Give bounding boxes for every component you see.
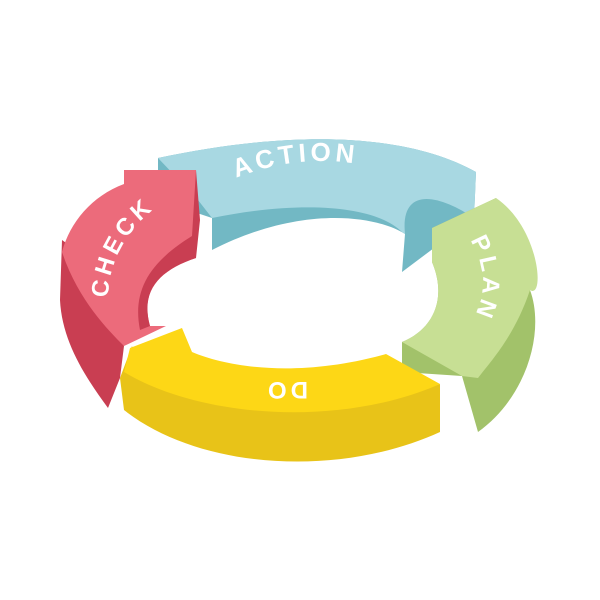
segment-check-inner	[138, 170, 200, 330]
label-do: DO	[264, 376, 308, 403]
segment-plan-top	[402, 198, 538, 378]
segment-check: CHECK	[60, 170, 200, 408]
segment-do-side	[120, 346, 440, 462]
segment-plan: PLAN	[402, 198, 538, 432]
segment-action: ACTION	[158, 137, 476, 272]
segment-do: DO	[120, 328, 440, 462]
segment-check-top	[62, 170, 196, 346]
segment-do-top	[124, 328, 440, 413]
segment-action-top	[158, 139, 476, 234]
